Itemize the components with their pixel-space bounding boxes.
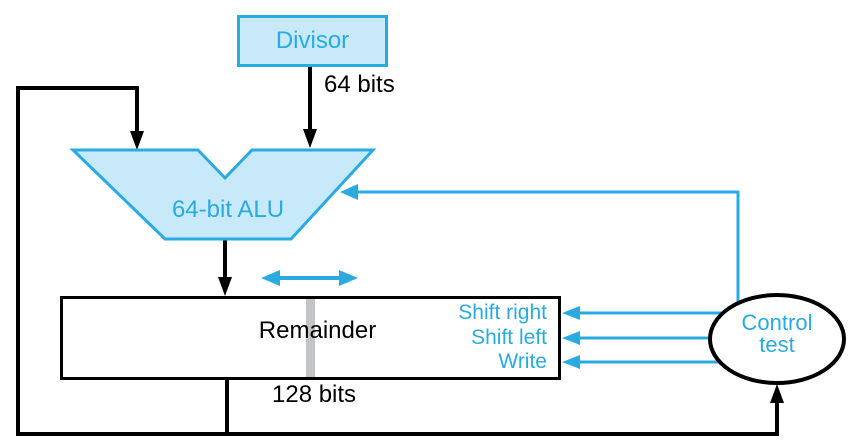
alu-result-arrowhead-icon [218,277,232,296]
remainder-label: Remainder [258,317,377,344]
register-divider-bar [306,299,315,377]
signal-label-shift-left: Shift left [471,326,547,349]
alu-label: 64-bit ALU [171,196,285,223]
divisor-bus-arrowhead-icon [303,129,317,148]
alu-control-wire [346,190,740,315]
shift-left-arrowhead-icon [562,331,580,345]
signal-label-write: Write [498,350,547,373]
bus-width-64-label: 64 bits [324,71,395,98]
divisor-register: Divisor [237,15,388,67]
control-test-ellipse [708,293,846,385]
signal-label-shift-right: Shift right [458,301,547,324]
alu-control-arrowhead-icon [340,184,358,200]
control-test-label-line1: Control [741,310,813,335]
shift-right-direction-arrowhead-icon [339,270,358,286]
divisor-label: Divisor [275,27,350,54]
shift-left-direction-arrowhead-icon [261,270,280,286]
shift-right-arrowhead-icon [562,306,580,320]
alu-shape [69,148,377,241]
control-test-label: Control test [712,312,842,356]
write-arrowhead-icon [562,355,580,369]
alu-left-input-arrowhead-icon [130,131,144,150]
bus-width-128-label: 128 bits [272,381,357,408]
feedback-wire [16,86,779,436]
control-test-label-line2: test [759,332,795,357]
control-test-input-arrowhead-icon [770,384,784,403]
